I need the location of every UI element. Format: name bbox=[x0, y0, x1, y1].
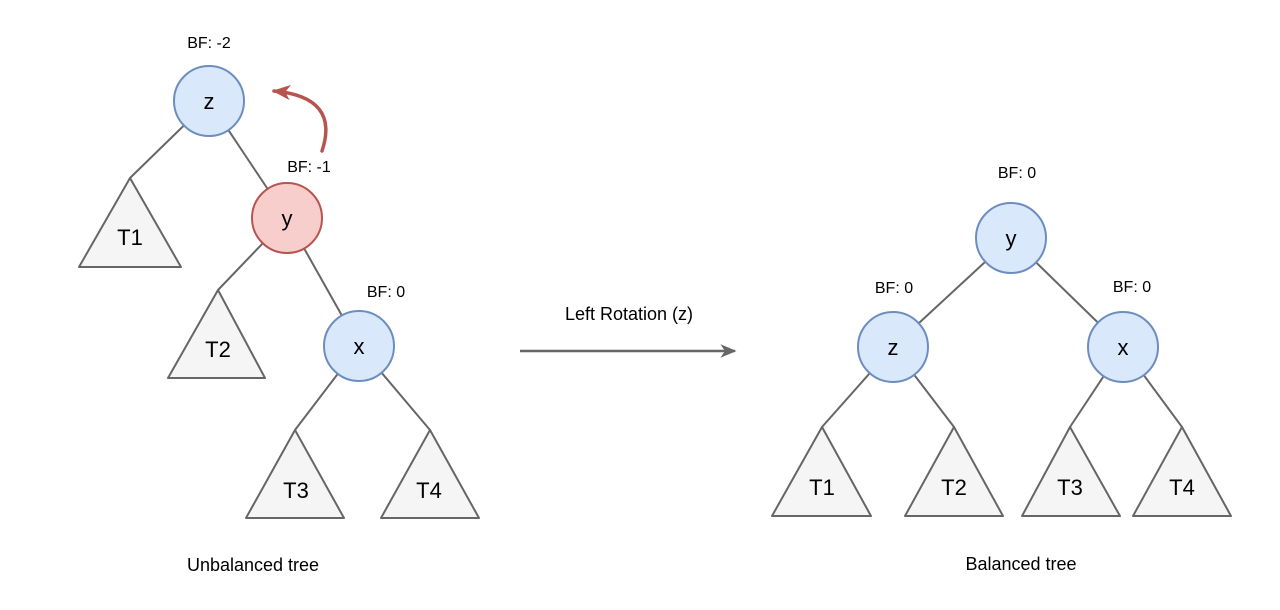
rotation-label: Left Rotation (z) bbox=[565, 304, 693, 324]
node-x-bf: BF: 0 bbox=[367, 284, 405, 301]
subtree-t4-label: T4 bbox=[1169, 475, 1195, 500]
subtree-t1-triangle bbox=[771, 426, 872, 517]
subtree-t4-triangle bbox=[1132, 426, 1232, 517]
node-z-circle bbox=[173, 65, 245, 137]
unbalanced-tree: BF: -2 BF: -1 BF: 0 z y x T1 T2 T3 T4 Un… bbox=[78, 35, 480, 575]
node-y-circle bbox=[251, 182, 323, 254]
subtree-t3-label: T3 bbox=[1057, 475, 1083, 500]
node-z-bf: BF: -2 bbox=[187, 35, 231, 52]
node-z-label: z bbox=[204, 89, 215, 114]
unbalanced-tree-caption: Unbalanced tree bbox=[187, 555, 319, 575]
node-y-bf: BF: -1 bbox=[287, 159, 331, 176]
balanced-tree: BF: 0 BF: 0 BF: 0 y z x T1 T2 T3 T4 Bala… bbox=[771, 165, 1232, 574]
node-y-circle bbox=[975, 202, 1047, 274]
node-x-bf: BF: 0 bbox=[1113, 279, 1151, 296]
node-z-bf: BF: 0 bbox=[875, 280, 913, 297]
node-x-circle bbox=[323, 310, 395, 382]
subtree-t3-triangle bbox=[1021, 426, 1121, 517]
node-x-circle bbox=[1087, 311, 1159, 383]
node-y-label: y bbox=[282, 206, 293, 231]
node-z-circle bbox=[857, 311, 929, 383]
balanced-tree-caption: Balanced tree bbox=[965, 554, 1076, 574]
subtree-t2-triangle bbox=[167, 289, 266, 379]
subtree-t1-label: T1 bbox=[809, 475, 835, 500]
subtree-t4-triangle bbox=[380, 429, 480, 519]
node-y-label: y bbox=[1006, 226, 1017, 251]
subtree-t2-label: T2 bbox=[205, 337, 231, 362]
node-x-label: x bbox=[1118, 335, 1129, 360]
subtree-t1-triangle bbox=[78, 177, 182, 268]
subtree-t1-label: T1 bbox=[117, 225, 143, 250]
rotation-curved-arrow bbox=[272, 84, 328, 153]
transform-arrow-group: Left Rotation (z) bbox=[520, 304, 737, 358]
node-x-label: x bbox=[354, 334, 365, 359]
subtree-t2-label: T2 bbox=[941, 475, 967, 500]
subtree-t2-triangle bbox=[904, 426, 1004, 517]
node-y-bf: BF: 0 bbox=[998, 165, 1036, 182]
subtree-t4-label: T4 bbox=[416, 478, 442, 503]
subtree-t3-triangle bbox=[245, 429, 345, 519]
node-z-label: z bbox=[888, 335, 899, 360]
subtree-t3-label: T3 bbox=[283, 478, 309, 503]
